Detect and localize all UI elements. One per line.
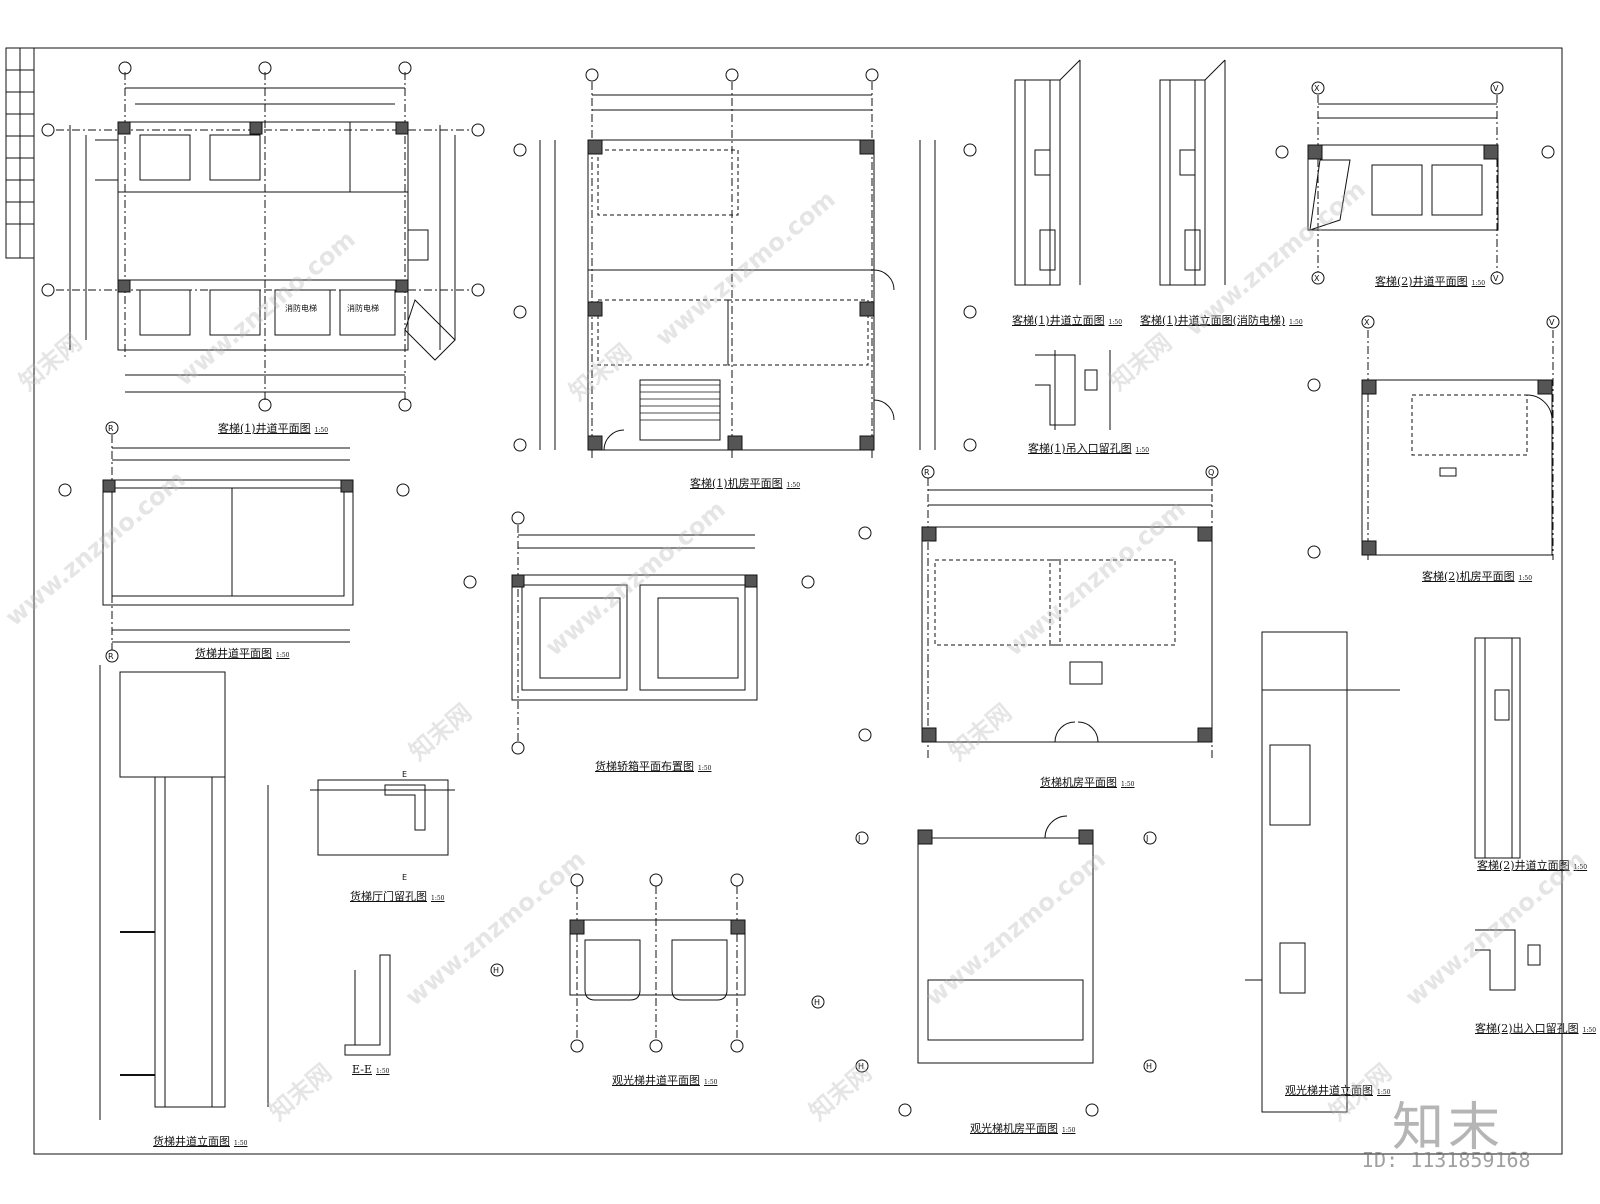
sightseeing-shaft-elevation <box>1245 632 1400 1112</box>
grid-mark-e-bottom: E <box>402 873 408 882</box>
freight-car-layout <box>464 512 814 754</box>
p1-shaft-elevations <box>1015 60 1225 285</box>
grid-mark-x-room: X <box>1364 318 1370 327</box>
p2-shaft-elevation <box>1475 638 1520 858</box>
sightseeing-machine-room-plan <box>856 816 1156 1116</box>
p1-hoist-opening <box>1035 350 1110 430</box>
grid-mark-x-top: X <box>1314 84 1320 93</box>
freight-shaft-plan <box>59 422 409 662</box>
grid-mark-e-top: E <box>402 770 408 779</box>
grid-mark-v-bottom: V <box>1493 274 1499 283</box>
grid-mark-h-bottom-right: H <box>1146 1062 1153 1071</box>
image-id-tag: ID: 1131859168 <box>1362 1148 1531 1172</box>
grid-mark-x-bottom: X <box>1314 274 1320 283</box>
p1-machine-room-plan <box>514 69 976 460</box>
grid-mark-v-room: V <box>1549 318 1555 327</box>
brand-logo: 知末 <box>1392 1098 1505 1158</box>
grid-mark-r-room: R <box>924 468 930 477</box>
grid-mark-j-left: J <box>858 834 861 843</box>
p1-shaft-plan <box>42 62 484 411</box>
title-p1-shaft-elev-fire: 客梯(1)井道立面图(消防电梯)1:50 <box>1140 314 1303 327</box>
grid-mark-r-top: R <box>108 424 114 433</box>
p2-shaft-plan <box>1276 82 1554 284</box>
grid-mark-j-right: J <box>1146 834 1149 843</box>
grid-mark-h-left: H <box>493 966 500 975</box>
p2-entry-opening <box>1475 930 1540 990</box>
sightseeing-shaft-plan <box>491 874 824 1052</box>
freight-door-opening <box>310 780 455 855</box>
grid-mark-v-top: V <box>1493 84 1499 93</box>
grid-mark-q-room: Q <box>1208 468 1215 477</box>
freight-shaft-elevation <box>100 665 268 1120</box>
freight-machine-room-plan <box>859 466 1218 760</box>
sheet-border <box>34 48 1562 1154</box>
grid-mark-h-right: H <box>814 998 821 1007</box>
grid-mark-r-bottom: R <box>108 652 114 661</box>
grid-mark-h-bottom-left: H <box>858 1062 865 1071</box>
section-ee <box>345 955 390 1055</box>
p2-machine-room-plan <box>1308 316 1559 560</box>
room-label-fire-elevator-2: 消防电梯 <box>347 304 379 313</box>
room-label-fire-elevator-1: 消防电梯 <box>285 304 317 313</box>
